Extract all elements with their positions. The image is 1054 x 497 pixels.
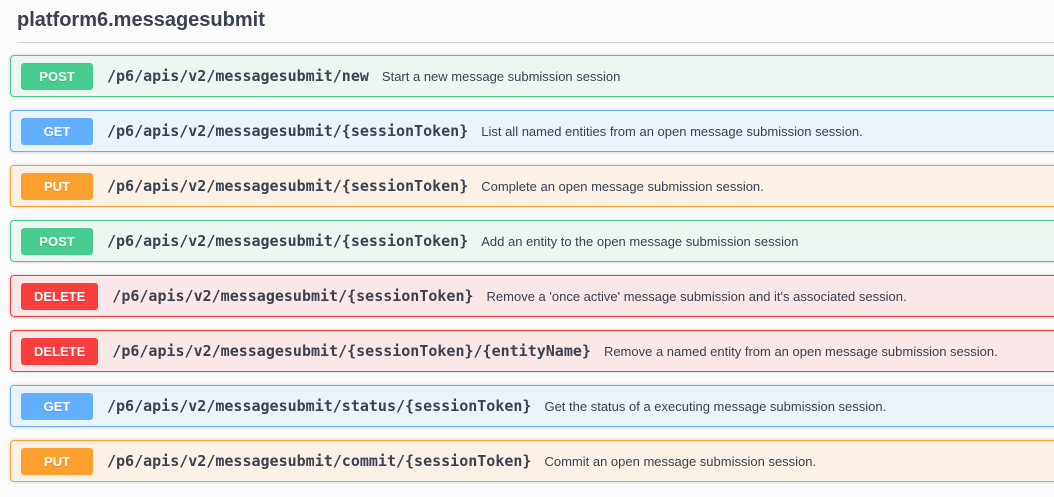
endpoint-row[interactable]: POST /p6/apis/v2/messagesubmit/{sessionT… <box>10 220 1054 262</box>
endpoint-list: POST /p6/apis/v2/messagesubmit/new Start… <box>10 55 1054 482</box>
http-method-badge: DELETE <box>21 283 98 310</box>
http-method-badge: POST <box>21 228 93 255</box>
http-method-badge: GET <box>21 118 93 145</box>
endpoint-row[interactable]: GET /p6/apis/v2/messagesubmit/{sessionTo… <box>10 110 1054 152</box>
endpoint-path: /p6/apis/v2/messagesubmit/commit/{sessio… <box>107 452 531 470</box>
endpoint-path: /p6/apis/v2/messagesubmit/{sessionToken}… <box>112 342 591 360</box>
tag-section-header: platform6.messagesubmit <box>0 0 1054 43</box>
endpoint-row[interactable]: POST /p6/apis/v2/messagesubmit/new Start… <box>10 55 1054 97</box>
endpoint-description: Start a new message submission session <box>382 69 620 84</box>
endpoint-path: /p6/apis/v2/messagesubmit/{sessionToken} <box>112 287 473 305</box>
endpoint-path: /p6/apis/v2/messagesubmit/{sessionToken} <box>107 177 468 195</box>
http-method-badge: DELETE <box>21 338 98 365</box>
endpoint-path: /p6/apis/v2/messagesubmit/{sessionToken} <box>107 122 468 140</box>
endpoint-row[interactable]: DELETE /p6/apis/v2/messagesubmit/{sessio… <box>10 275 1054 317</box>
endpoint-path: /p6/apis/v2/messagesubmit/new <box>107 67 369 85</box>
tag-divider <box>17 42 1054 43</box>
endpoint-path: /p6/apis/v2/messagesubmit/status/{sessio… <box>107 397 531 415</box>
endpoint-row[interactable]: GET /p6/apis/v2/messagesubmit/status/{se… <box>10 385 1054 427</box>
endpoint-row[interactable]: PUT /p6/apis/v2/messagesubmit/{sessionTo… <box>10 165 1054 207</box>
tag-title[interactable]: platform6.messagesubmit <box>17 7 265 33</box>
endpoint-row[interactable]: PUT /p6/apis/v2/messagesubmit/commit/{se… <box>10 440 1054 482</box>
endpoint-description: Add an entity to the open message submis… <box>481 234 798 249</box>
endpoint-description: Get the status of a executing message su… <box>544 399 886 414</box>
endpoint-description: Remove a named entity from an open messa… <box>604 344 998 359</box>
http-method-badge: GET <box>21 393 93 420</box>
http-method-badge: PUT <box>21 448 93 475</box>
endpoint-path: /p6/apis/v2/messagesubmit/{sessionToken} <box>107 232 468 250</box>
http-method-badge: PUT <box>21 173 93 200</box>
endpoint-description: Complete an open message submission sess… <box>481 179 764 194</box>
endpoint-description: Remove a 'once active' message submissio… <box>487 289 907 304</box>
endpoint-row[interactable]: DELETE /p6/apis/v2/messagesubmit/{sessio… <box>10 330 1054 372</box>
http-method-badge: POST <box>21 63 93 90</box>
endpoint-description: List all named entities from an open mes… <box>481 124 863 139</box>
endpoint-description: Commit an open message submission sessio… <box>544 454 816 469</box>
